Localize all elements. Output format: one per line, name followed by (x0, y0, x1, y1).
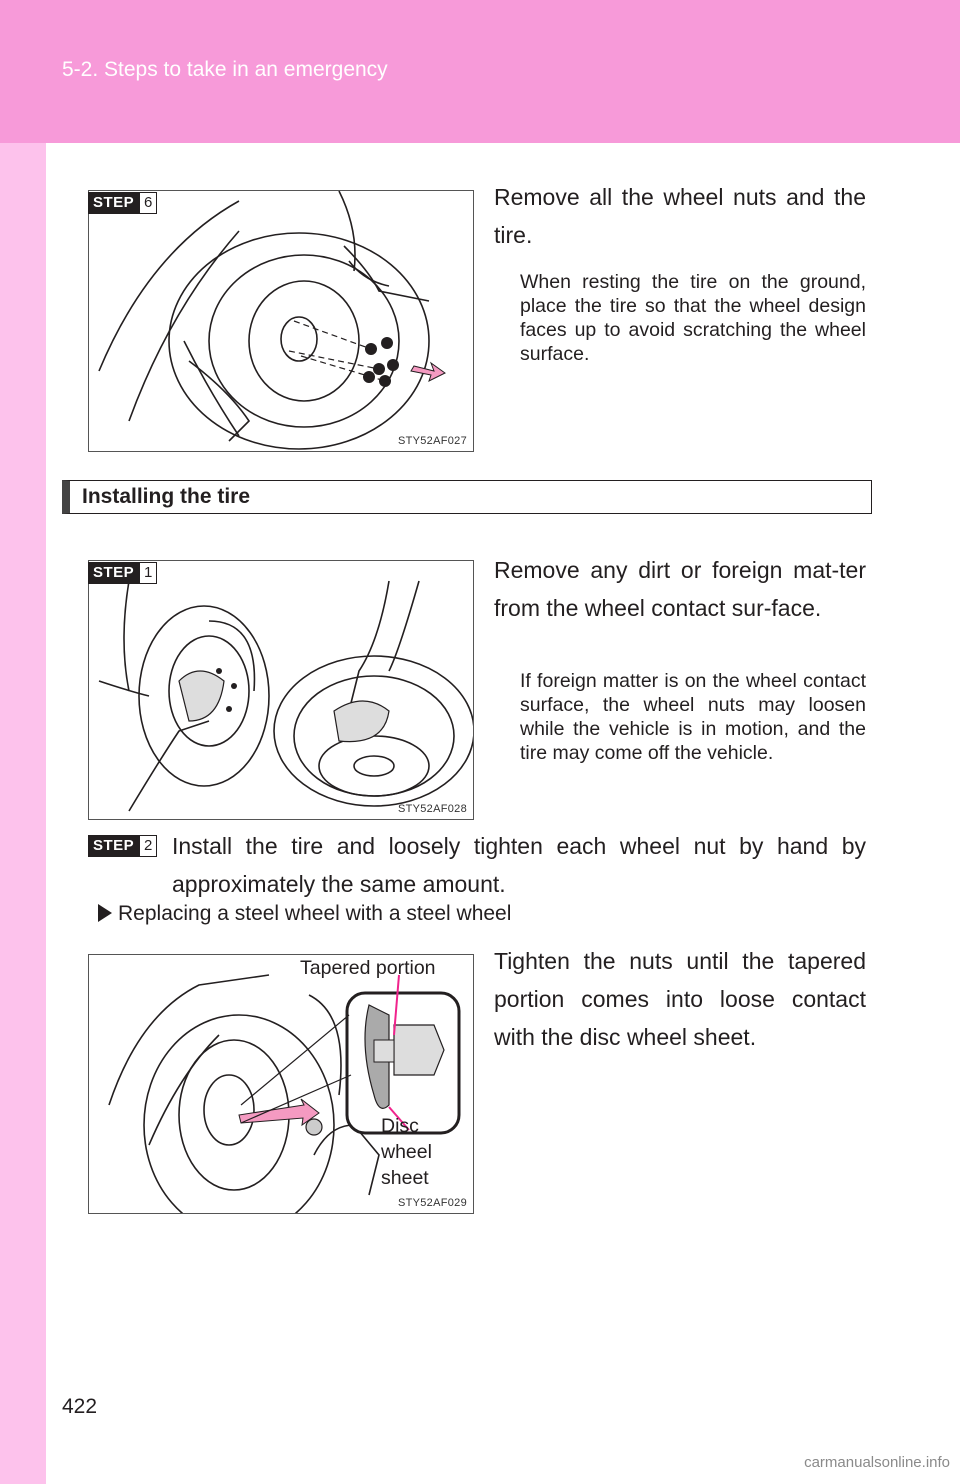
step-2-badge: STEP 2 (88, 835, 158, 857)
step-number: 6 (139, 192, 158, 214)
section-heading: Installing the tire (62, 480, 872, 514)
disc-wheel-sheet-label: Disc wheel sheet (381, 1115, 432, 1189)
watermark: carmanualsonline.info (804, 1454, 950, 1471)
figure-code: STY52AF027 (397, 435, 467, 447)
step-number: 2 (139, 835, 158, 857)
step-1-badge: STEP 1 (88, 562, 158, 584)
clean-contact-illustration (98, 580, 473, 812)
figure-remove-tire: STY52AF027 (88, 190, 474, 452)
section-breadcrumb: 5-2. Steps to take in an emergency (62, 58, 388, 81)
step-word: STEP (88, 192, 140, 214)
step-number: 1 (139, 562, 158, 584)
step-word: STEP (88, 835, 140, 857)
step-1-note: If foreign matter is on the wheel contac… (520, 670, 866, 764)
triangle-bullet-icon (98, 904, 112, 922)
step-6-instruction: Remove all the wheel nuts and the tire. (494, 184, 866, 248)
figure-code: STY52AF028 (397, 803, 467, 815)
tapered-portion-label: Tapered portion (300, 957, 436, 979)
tighten-nuts-illustration (108, 974, 461, 1213)
section-title: Installing the tire (82, 485, 251, 508)
page-header: 5-2. Steps to take in an emergency (0, 0, 960, 143)
steel-wheel-bullet: Replacing a steel wheel with a steel whe… (98, 902, 511, 926)
step-2-instruction: Install the tire and loosely tighten eac… (172, 833, 866, 897)
step-6-badge: STEP 6 (88, 192, 158, 214)
remove-tire-illustration (98, 191, 446, 450)
bullet-text: Replacing a steel wheel with a steel whe… (118, 902, 512, 925)
step-6-note: When resting the tire on the ground, pla… (520, 271, 866, 365)
figure-clean-contact: STY52AF028 (88, 560, 474, 820)
figure-tighten-nuts: STY52AF029 (88, 954, 474, 1214)
step-word: STEP (88, 562, 140, 584)
step-1-instruction: Remove any dirt or foreign mat-ter from … (494, 557, 866, 621)
page-number: 422 (62, 1395, 98, 1418)
steel-wheel-instruction: Tighten the nuts until the tapered porti… (494, 948, 866, 1050)
figure-code: STY52AF029 (397, 1197, 467, 1209)
side-margin-band (0, 143, 46, 1484)
